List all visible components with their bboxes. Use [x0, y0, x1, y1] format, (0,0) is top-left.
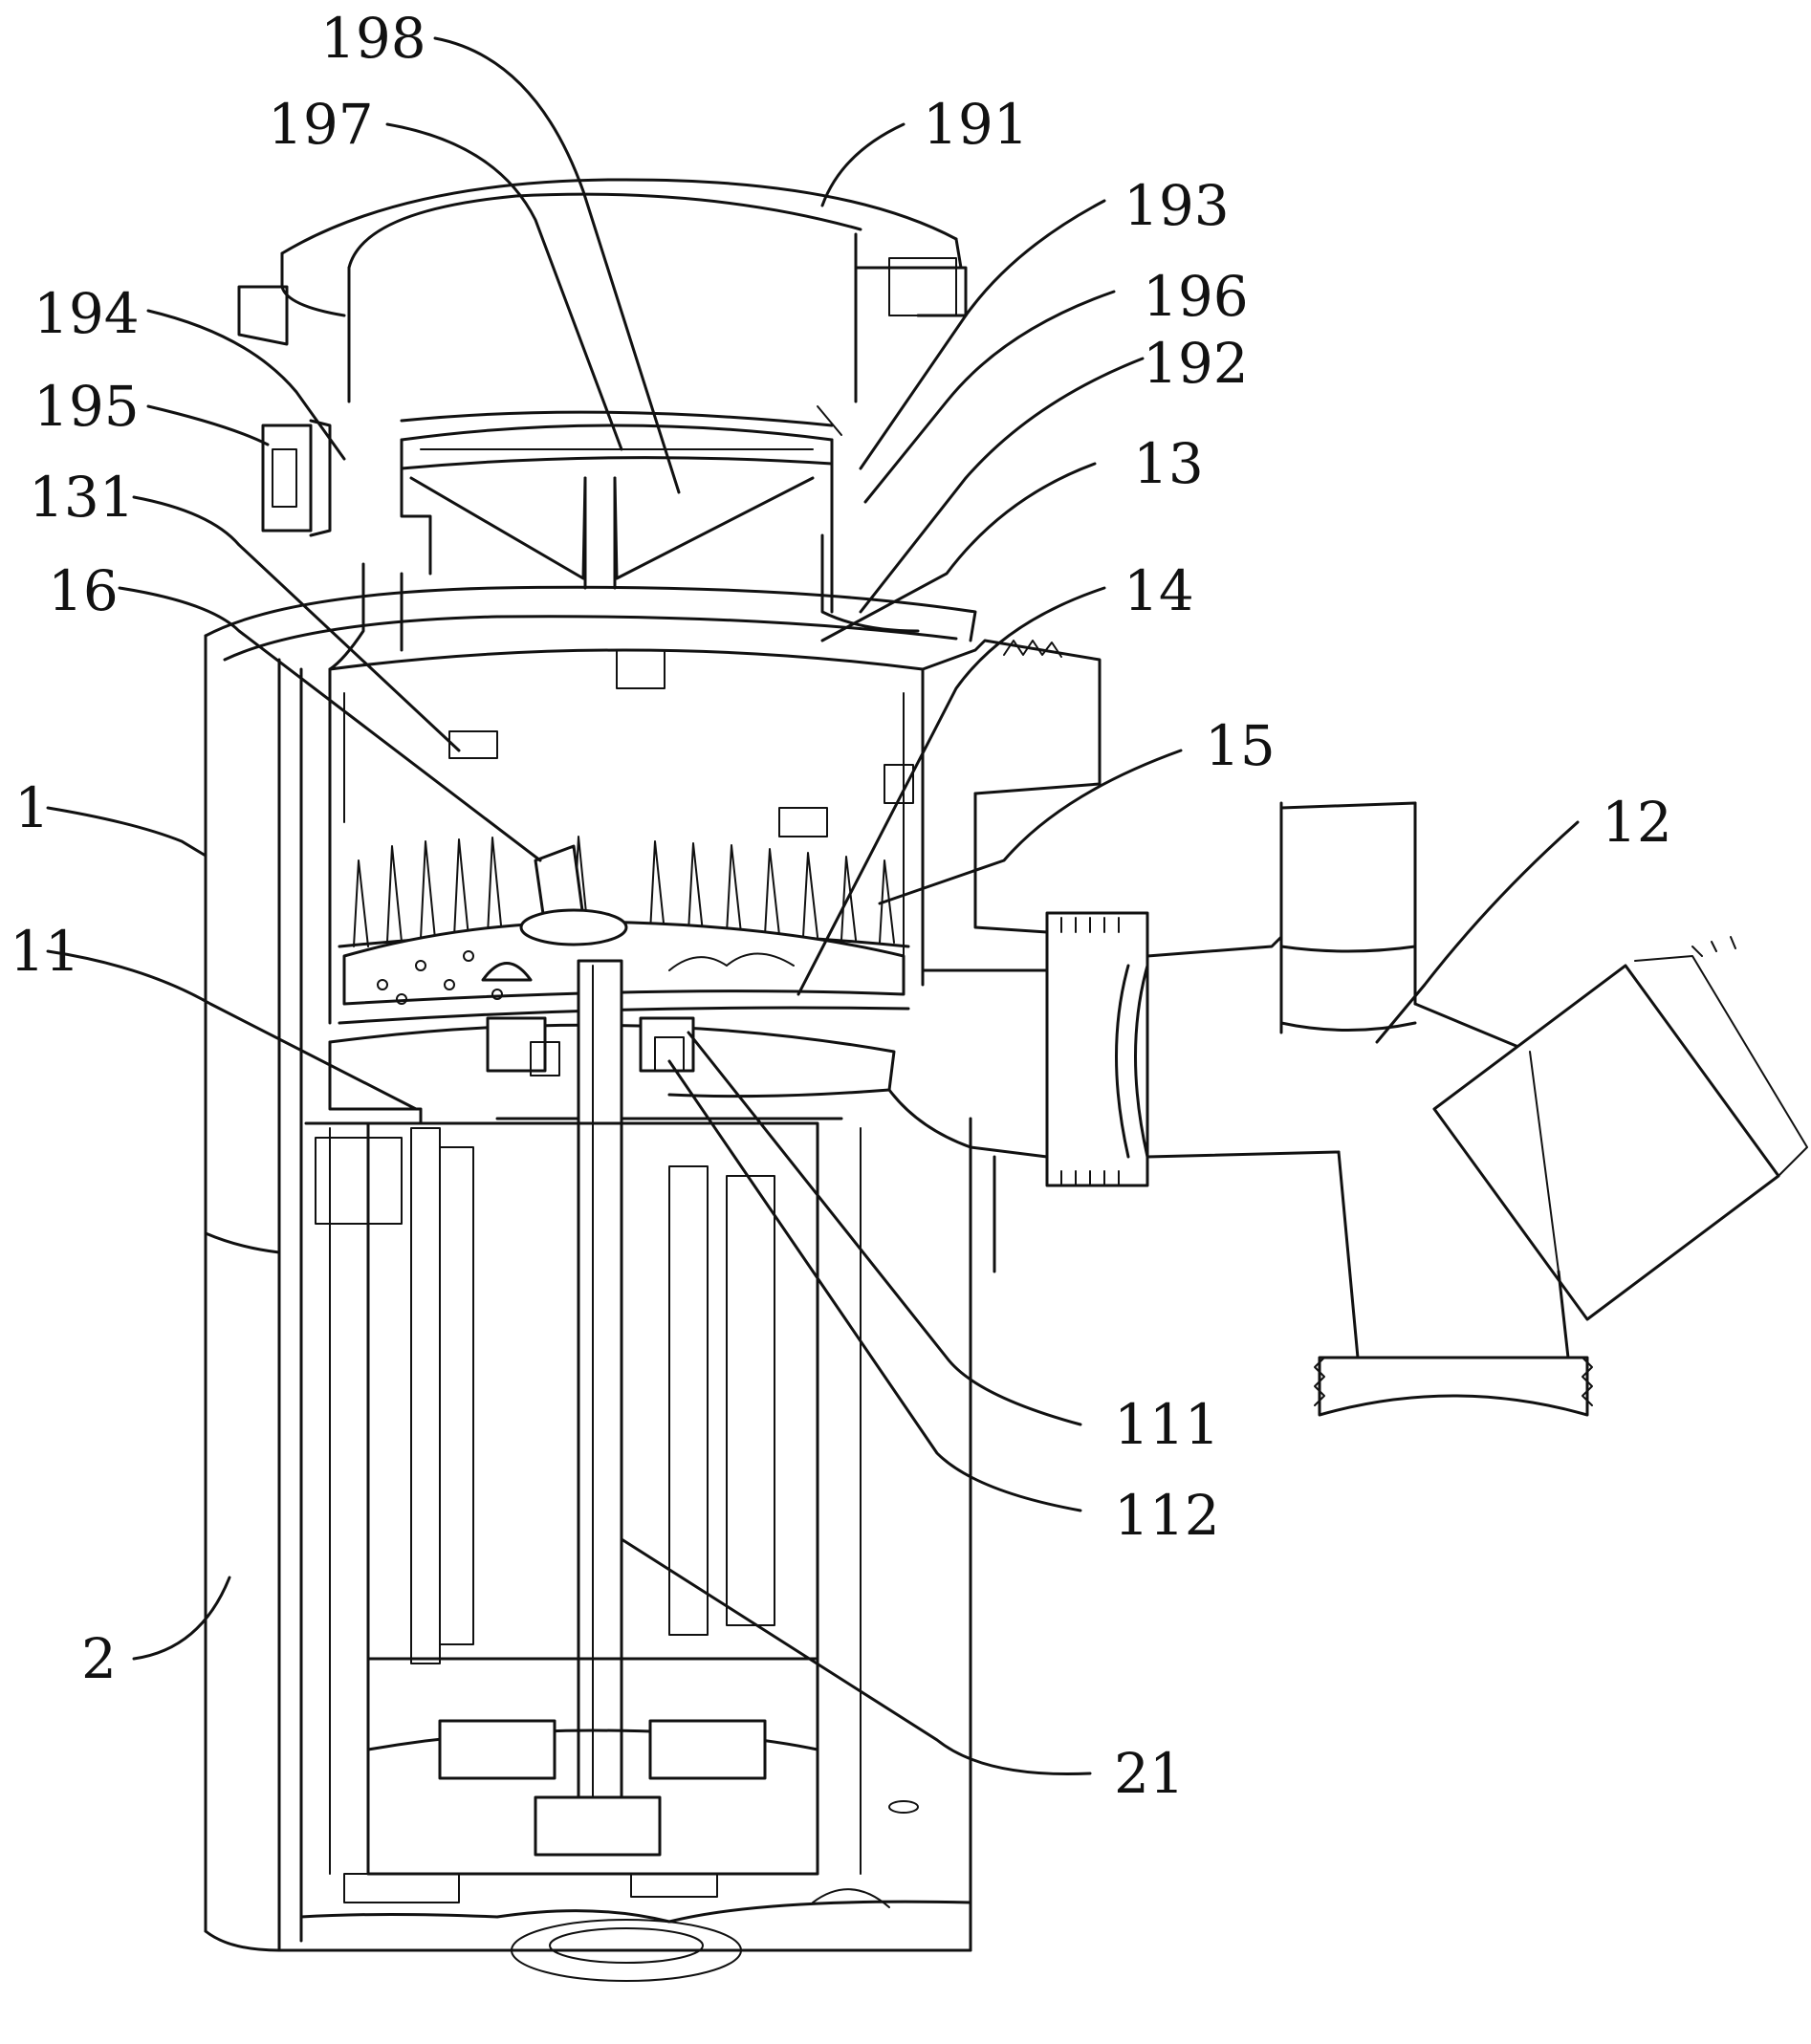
label-193: 193	[1124, 173, 1230, 238]
motor-shaft	[578, 961, 622, 1836]
label-16: 16	[48, 558, 119, 623]
label-196: 196	[1143, 264, 1249, 329]
label-15: 15	[1205, 713, 1276, 778]
label-14: 14	[1124, 558, 1194, 623]
label-13: 13	[1133, 431, 1204, 496]
label-131: 131	[29, 465, 135, 530]
label-112: 112	[1114, 1483, 1220, 1548]
label-192: 192	[1143, 331, 1249, 396]
label-197: 197	[268, 92, 374, 157]
label-198: 198	[320, 6, 426, 71]
label-12: 12	[1602, 790, 1672, 855]
label-11: 11	[10, 919, 80, 984]
drain-pipe	[1047, 803, 1807, 1415]
leader-lines	[48, 38, 1578, 1774]
label-194: 194	[33, 281, 140, 346]
label-21: 21	[1114, 1741, 1185, 1806]
label-191: 191	[923, 92, 1029, 157]
label-1: 1	[14, 775, 50, 840]
bearing-housing	[306, 1018, 971, 1272]
reference-labels: 198 197 191 193 194 196 192 195 13 131 1…	[10, 6, 1672, 1806]
label-2: 2	[81, 1626, 117, 1691]
label-111: 111	[1114, 1392, 1220, 1457]
label-195: 195	[33, 374, 140, 439]
